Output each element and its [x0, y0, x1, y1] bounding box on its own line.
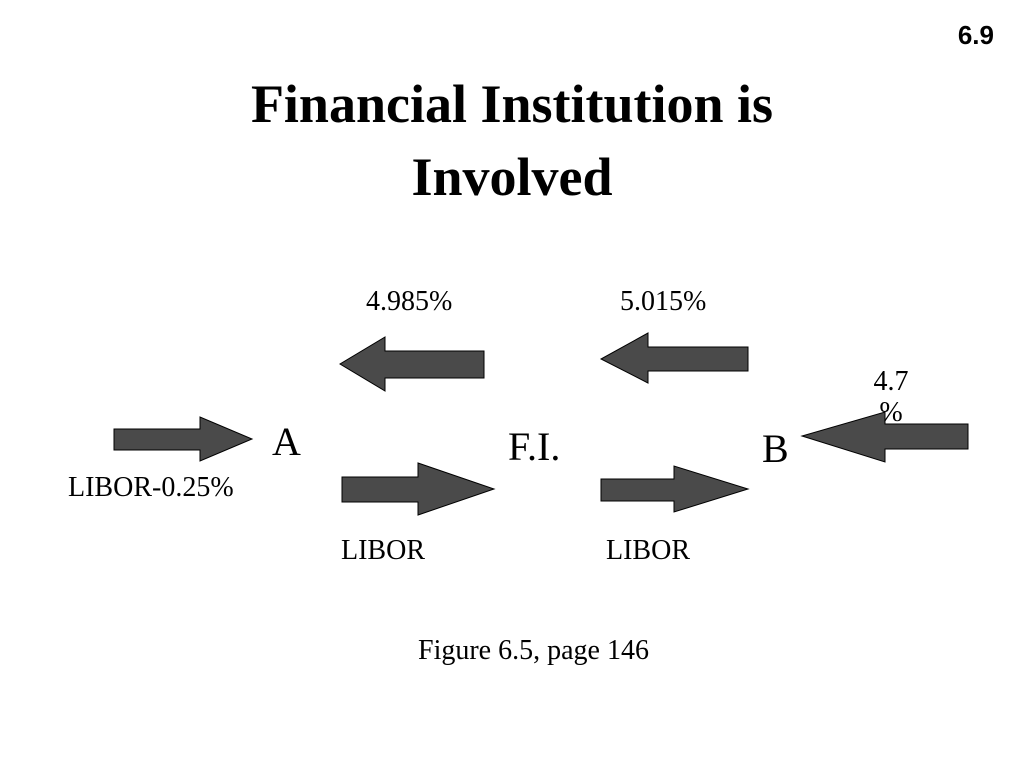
arrow-a-to-fi-floating [341, 462, 496, 516]
node-a: A [272, 419, 301, 464]
arrow-market-to-a [113, 416, 254, 462]
slide-number: 6.9 [957, 20, 994, 50]
arrow-fi-to-a-fixed [339, 336, 485, 392]
rate-b-fixed: 4.7 % [866, 366, 916, 429]
node-b: B [762, 426, 789, 471]
slide-title-line-1: Financial Institution is [250, 74, 774, 134]
rate-a-floating: LIBOR-0.25% [68, 472, 234, 503]
rate-fi-to-a: 4.985% [366, 286, 453, 317]
rate-fi-to-b: LIBOR [606, 535, 690, 566]
arrow-market-to-b [800, 411, 969, 463]
rate-b-fixed-percent: % [879, 396, 903, 428]
node-fi: F.I. [508, 424, 561, 469]
figure-caption: Figure 6.5, page 146 [418, 635, 649, 666]
rate-a-to-fi: LIBOR [341, 535, 425, 566]
slide-title: Financial Institution is Involved [0, 68, 1024, 214]
arrow-fi-to-b-floating [600, 465, 750, 513]
arrow-b-to-fi-fixed [599, 332, 749, 384]
rate-b-to-fi: 5.015% [620, 286, 707, 317]
rate-b-fixed-number: 4.7 [873, 366, 909, 397]
slide-title-line-2: Involved [411, 146, 613, 207]
